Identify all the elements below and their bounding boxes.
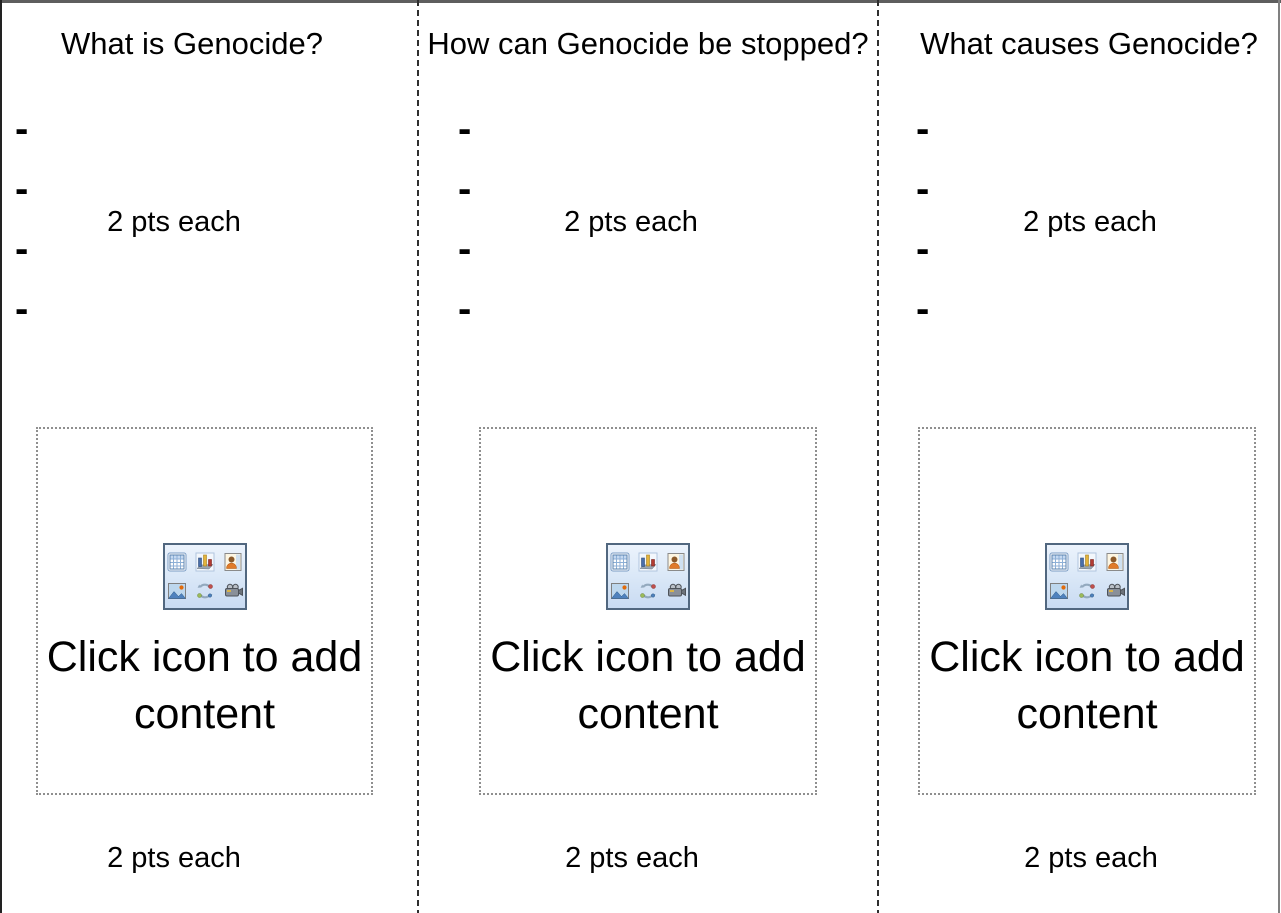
bullet-dash: - [458, 287, 472, 331]
insert-table-icon[interactable] [610, 552, 630, 572]
bullet-dash: - [458, 107, 472, 151]
insert-chart-icon[interactable] [1077, 552, 1097, 572]
clip-art-icon[interactable] [1105, 552, 1125, 572]
slide-left-border [0, 0, 2, 913]
bullet-dash: - [15, 107, 29, 151]
panel-title[interactable]: What causes Genocide? [920, 26, 1258, 61]
points-label[interactable]: 2 pts each [565, 842, 699, 874]
insert-chart-icon[interactable] [638, 552, 658, 572]
smart-art-icon[interactable] [1077, 581, 1097, 601]
panel-title[interactable]: What is Genocide? [61, 26, 323, 61]
bullet-dash: - [15, 287, 29, 331]
panel-what-is-genocide: What is Genocide? - - - - 2 pts each [0, 0, 418, 913]
points-label[interactable]: 2 pts each [1023, 206, 1157, 238]
panel-divider-1 [417, 0, 419, 913]
bullet-dash: - [916, 167, 930, 211]
panel-title[interactable]: How can Genocide be stopped? [427, 26, 869, 61]
slide-top-border [0, 0, 1281, 3]
clip-art-icon[interactable] [666, 552, 686, 572]
insert-table-icon[interactable] [167, 552, 187, 572]
insert-picture-icon[interactable] [167, 581, 187, 601]
media-clip-icon[interactable] [223, 581, 243, 601]
content-placeholder[interactable]: Click icon to add content [479, 427, 817, 795]
bullet-dash: - [15, 227, 29, 271]
smart-art-icon[interactable] [195, 581, 215, 601]
insert-picture-icon[interactable] [1049, 581, 1069, 601]
clip-art-icon[interactable] [223, 552, 243, 572]
points-label[interactable]: 2 pts each [1024, 842, 1158, 874]
bullet-list[interactable]: - - - - [15, 99, 28, 339]
placeholder-prompt-text: Click icon to add content [46, 633, 363, 738]
panel-how-can-genocide-be-stopped: How can Genocide be stopped? - - - - 2 p… [418, 0, 878, 913]
points-label[interactable]: 2 pts each [107, 842, 241, 874]
insert-chart-icon[interactable] [195, 552, 215, 572]
content-icon-palette [606, 543, 690, 610]
points-label[interactable]: 2 pts each [107, 206, 241, 238]
insert-picture-icon[interactable] [610, 581, 630, 601]
media-clip-icon[interactable] [666, 581, 686, 601]
content-placeholder[interactable]: Click icon to add content [36, 427, 373, 795]
bullet-dash: - [458, 227, 472, 271]
panel-what-causes-genocide: What causes Genocide? - - - - 2 pts each [878, 0, 1280, 913]
placeholder-prompt-text: Click icon to add content [929, 633, 1245, 738]
bullet-dash: - [916, 107, 930, 151]
bullet-dash: - [15, 167, 29, 211]
media-clip-icon[interactable] [1105, 581, 1125, 601]
placeholder-prompt-text: Click icon to add content [490, 633, 806, 738]
smart-art-icon[interactable] [638, 581, 658, 601]
panel-divider-2 [877, 0, 879, 913]
bullet-list[interactable]: - - - - [916, 99, 929, 339]
bullet-dash: - [458, 167, 472, 211]
content-icon-palette [1045, 543, 1129, 610]
content-icon-palette [162, 543, 247, 610]
insert-table-icon[interactable] [1049, 552, 1069, 572]
bullet-dash: - [916, 227, 930, 271]
content-placeholder[interactable]: Click icon to add content [918, 427, 1256, 795]
bullet-dash: - [916, 287, 930, 331]
slide-right-border [1278, 0, 1280, 913]
points-label[interactable]: 2 pts each [564, 206, 698, 238]
bullet-list[interactable]: - - - - [458, 99, 471, 339]
